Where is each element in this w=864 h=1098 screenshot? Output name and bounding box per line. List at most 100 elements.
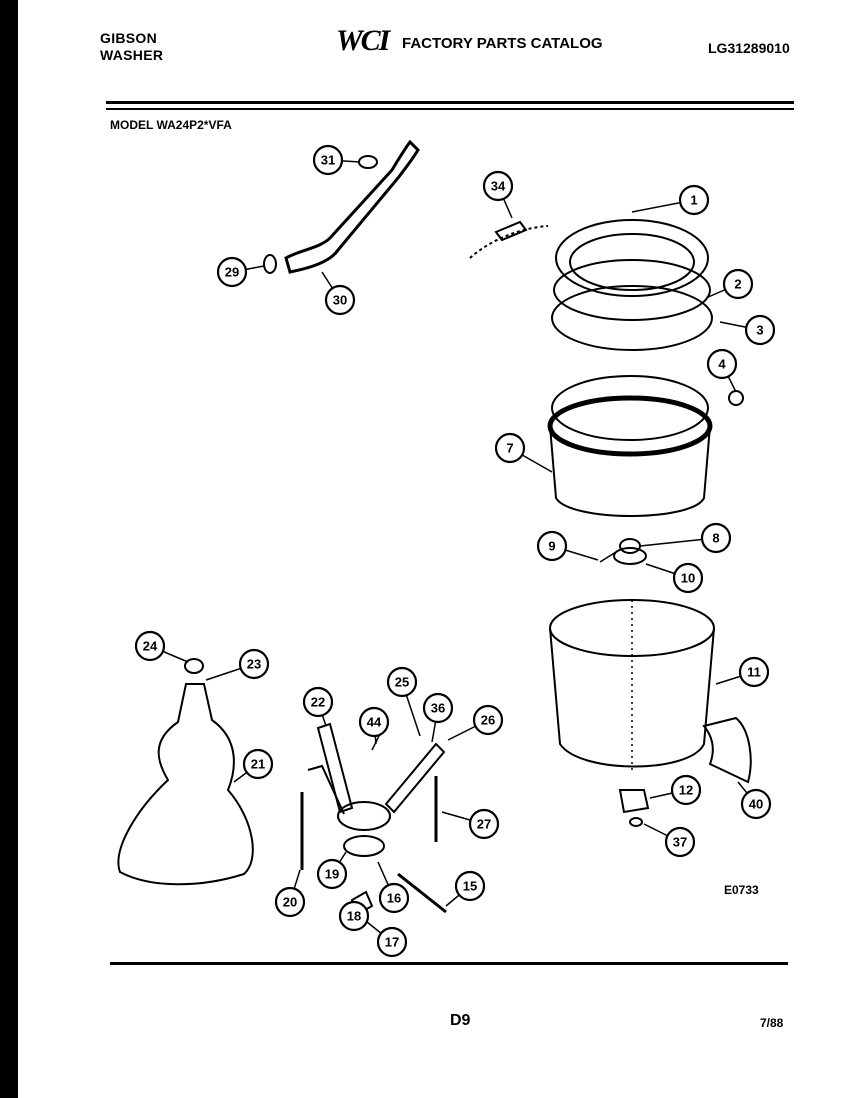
brand-line-2: WASHER xyxy=(100,47,164,63)
callout-3: 3 xyxy=(719,314,776,346)
callout-18: 18 xyxy=(338,900,370,932)
callout-number: 26 xyxy=(481,713,495,728)
footer-rule xyxy=(110,962,788,965)
header-rule-thick xyxy=(106,101,794,104)
page-code: D9 xyxy=(450,1012,471,1029)
callout-circle xyxy=(216,256,248,288)
callout-circle xyxy=(324,284,356,316)
callout-circle xyxy=(312,144,344,176)
callout-34: 34 xyxy=(482,170,514,219)
snubber-34 xyxy=(494,220,528,242)
callout-circle xyxy=(358,706,390,738)
callout-number: 44 xyxy=(367,715,382,730)
callout-31: 31 xyxy=(312,144,361,176)
callout-36: 36 xyxy=(422,692,454,743)
callout-21: 21 xyxy=(233,748,274,783)
agitator-drawing xyxy=(117,658,254,886)
diagram-code: E0733 xyxy=(724,883,759,897)
callout-number: 19 xyxy=(325,867,339,882)
spin-basket-drawing xyxy=(547,375,744,517)
callout-circle xyxy=(740,788,772,820)
callout-4: 4 xyxy=(706,348,738,393)
callout-circle xyxy=(242,748,274,780)
basket-hub-drawing xyxy=(599,538,647,565)
callout-circle xyxy=(468,808,500,840)
callout-number: 29 xyxy=(225,265,239,280)
callout-circle xyxy=(472,704,504,736)
callout-number: 1 xyxy=(690,193,697,208)
callout-11: 11 xyxy=(715,656,770,688)
callout-9: 9 xyxy=(536,530,599,562)
callout-circle xyxy=(670,774,702,806)
header-rule-thin xyxy=(106,108,794,110)
callout-circle xyxy=(378,882,410,914)
cover-40 xyxy=(702,716,752,784)
model-number: MODEL WA24P2*VFA xyxy=(110,118,232,132)
callout-number: 2 xyxy=(734,277,741,292)
outer-tub-drawing xyxy=(549,599,752,827)
seal-12 xyxy=(618,789,650,814)
callout-19: 19 xyxy=(316,851,348,890)
callout-number: 9 xyxy=(548,539,555,554)
callout-29: 29 xyxy=(216,256,265,288)
brand-label: GIBSON WASHER xyxy=(100,30,163,64)
callout-number: 16 xyxy=(387,891,401,906)
callout-23: 23 xyxy=(205,648,270,681)
callout-circle xyxy=(376,926,408,958)
callout-number: 18 xyxy=(347,909,361,924)
washer-37 xyxy=(629,817,643,827)
callout-circle xyxy=(302,686,334,718)
callout-number: 10 xyxy=(681,571,695,586)
callout-circle xyxy=(482,170,514,202)
callout-circle xyxy=(494,432,526,464)
callout-circle xyxy=(338,900,370,932)
callout-circle xyxy=(536,530,568,562)
callout-circle xyxy=(422,692,454,724)
callout-circle xyxy=(706,348,738,380)
callout-number: 25 xyxy=(395,675,409,690)
callout-number: 36 xyxy=(431,701,445,716)
callout-27: 27 xyxy=(441,808,500,840)
callout-circle xyxy=(316,858,348,890)
callout-layer: 1234789101112151617181920212223242526272… xyxy=(134,144,776,958)
callout-number: 4 xyxy=(718,357,726,372)
callout-number: 3 xyxy=(756,323,763,338)
callout-circle xyxy=(700,522,732,554)
callout-12: 12 xyxy=(649,774,702,806)
callout-number: 23 xyxy=(247,657,261,672)
callout-number: 22 xyxy=(311,695,325,710)
cap-24 xyxy=(184,658,204,674)
callout-25: 25 xyxy=(386,666,421,737)
callout-circle xyxy=(274,886,306,918)
callout-number: 20 xyxy=(283,895,297,910)
callout-24: 24 xyxy=(134,630,189,663)
callout-10: 10 xyxy=(645,562,704,594)
callout-22: 22 xyxy=(302,686,334,727)
callout-number: 24 xyxy=(143,639,158,654)
callout-1: 1 xyxy=(631,184,710,216)
brand-line-1: GIBSON xyxy=(100,30,158,46)
callout-37: 37 xyxy=(643,823,696,858)
catalog-number: LG31289010 xyxy=(708,40,790,56)
callout-number: 30 xyxy=(333,293,347,308)
callout-44: 44 xyxy=(358,706,390,745)
callout-circle xyxy=(722,268,754,300)
callout-number: 7 xyxy=(506,441,513,456)
callout-circle xyxy=(454,870,486,902)
hose-clamp-top xyxy=(358,155,378,169)
nut-4 xyxy=(728,390,744,406)
callout-circle xyxy=(386,666,418,698)
callout-8: 8 xyxy=(639,522,732,554)
callout-circle xyxy=(238,648,270,680)
callout-number: 31 xyxy=(321,153,335,168)
callout-20: 20 xyxy=(274,869,306,918)
callout-circle xyxy=(672,562,704,594)
callout-7: 7 xyxy=(494,432,553,473)
callout-40: 40 xyxy=(737,781,772,820)
wci-logo: WCI xyxy=(336,24,390,57)
hose-clamp-bottom xyxy=(263,254,277,274)
callout-number: 34 xyxy=(491,179,506,194)
callout-17: 17 xyxy=(361,917,408,958)
catalog-title: FACTORY PARTS CATALOG xyxy=(402,35,603,52)
